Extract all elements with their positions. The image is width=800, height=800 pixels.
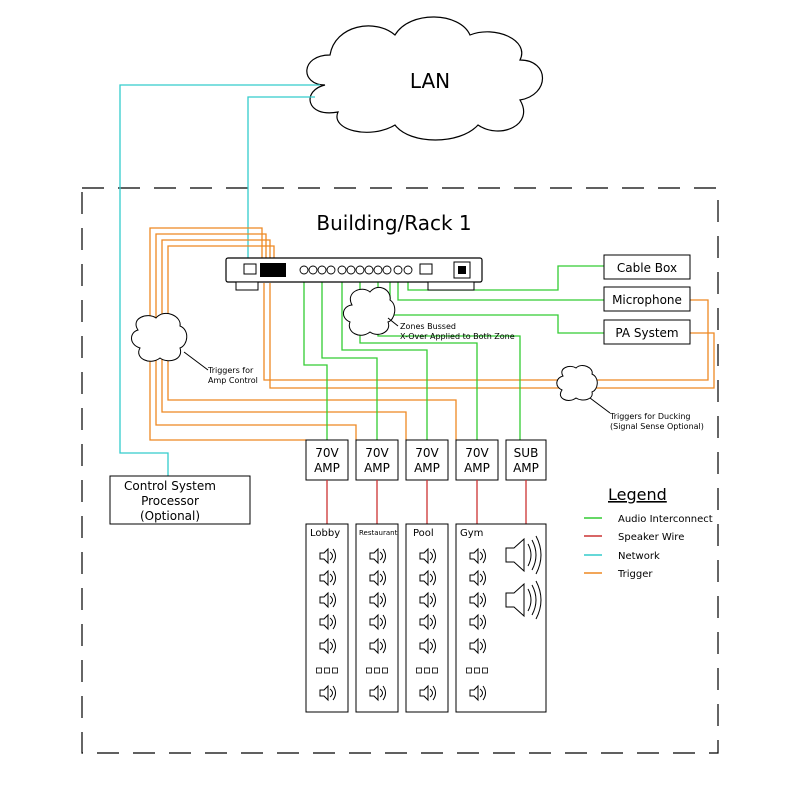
zone-lobby: Lobby	[305, 523, 349, 713]
amp-label-top: 70V	[465, 446, 489, 460]
amp-label-top: SUB	[514, 446, 539, 460]
amplifier: 70V AMP	[405, 439, 449, 481]
subwoofer-icon	[505, 580, 542, 620]
speaker-icon	[419, 637, 436, 655]
speaker-icon	[419, 547, 436, 565]
zone-pool: Pool	[405, 523, 449, 713]
legend: Legend Audio Interconnect Speaker Wire N…	[584, 485, 713, 580]
speaker-icon	[469, 569, 486, 587]
zone-label: Lobby	[310, 528, 340, 539]
amp-label-bottom: AMP	[464, 461, 490, 475]
speaker-icon	[369, 569, 386, 587]
speaker-icon	[469, 591, 486, 609]
audio-processor-rack-unit	[225, 257, 483, 291]
amplifier: 70V AMP	[355, 439, 399, 481]
speaker-icon	[469, 684, 486, 702]
pa-system-box: PA System	[603, 319, 691, 345]
legend-item-speaker: Speaker Wire	[618, 532, 684, 543]
legend-title: Legend	[608, 485, 667, 504]
speaker-icon	[469, 613, 486, 631]
speaker-icon	[469, 637, 486, 655]
speaker-icon	[419, 684, 436, 702]
more-speakers-indicator	[316, 667, 322, 674]
audio-wires	[303, 265, 604, 440]
more-speakers-indicator	[466, 667, 472, 674]
pa-system-label: PA System	[615, 326, 678, 340]
amp-label-top: 70V	[365, 446, 389, 460]
legend-item-network: Network	[618, 551, 660, 562]
speaker-icon	[369, 684, 386, 702]
triggers-ducking-line1: Triggers for Ducking	[609, 412, 690, 421]
control-processor-line1: Control System	[124, 479, 216, 493]
speaker-icon	[419, 613, 436, 631]
control-processor-line3: (Optional)	[140, 509, 200, 523]
more-speakers-indicator	[416, 667, 422, 674]
more-speakers-indicator	[424, 667, 430, 674]
zone-label: Pool	[413, 528, 434, 539]
more-speakers-indicator	[324, 667, 330, 674]
speaker-icon	[319, 637, 336, 655]
zone-gym: Gym	[455, 523, 547, 713]
speaker-icon	[419, 569, 436, 587]
amp-label-top: 70V	[315, 446, 339, 460]
amplifier: 70V AMP	[455, 439, 499, 481]
more-speakers-indicator	[474, 667, 480, 674]
lan-cloud: LAN	[306, 16, 544, 141]
more-speakers-indicator	[374, 667, 380, 674]
legend-item-trigger: Trigger	[617, 569, 653, 580]
amplifier: 70V AMP	[305, 439, 349, 481]
zones-bussed-line2: X-Over Applied to Both Zone	[400, 332, 515, 341]
triggers-amp-line1: Triggers for	[207, 366, 254, 375]
more-speakers-indicator	[482, 667, 488, 674]
speaker-icon	[319, 613, 336, 631]
speaker-icon	[369, 547, 386, 565]
network-wires	[119, 84, 320, 476]
subwoofer-icon	[505, 535, 542, 575]
legend-item-audio: Audio Interconnect	[618, 514, 713, 525]
more-speakers-indicator	[432, 667, 438, 674]
building-boundary	[81, 187, 719, 754]
zone-label: Gym	[460, 528, 483, 539]
more-speakers-indicator	[332, 667, 338, 674]
speaker-icon	[419, 591, 436, 609]
speaker-icon	[319, 684, 336, 702]
speaker-icon	[369, 613, 386, 631]
amp-label-bottom: AMP	[513, 461, 539, 475]
control-system-processor: Control System Processor (Optional)	[109, 475, 251, 525]
speaker-icon	[319, 569, 336, 587]
microphone-box: Microphone	[603, 286, 691, 312]
speaker-icon	[319, 547, 336, 565]
microphone-label: Microphone	[612, 293, 682, 307]
speaker-icon	[319, 591, 336, 609]
zone-label: Restaurant	[359, 529, 398, 537]
amp-label-top: 70V	[415, 446, 439, 460]
amp-label-bottom: AMP	[414, 461, 440, 475]
speaker-icon	[369, 591, 386, 609]
triggers-amp-line2: Amp Control	[208, 376, 258, 385]
speaker-icon	[469, 547, 486, 565]
building-title: Building/Rack 1	[316, 211, 471, 235]
zones-bussed-cloud: Zones Bussed X-Over Applied to Both Zone	[343, 287, 515, 341]
cable-box: Cable Box	[603, 254, 691, 280]
speaker-icons	[316, 547, 488, 702]
triggers-ducking-line2: (Signal Sense Optional)	[610, 422, 704, 431]
triggers-amp-cloud: Triggers for Amp Control	[131, 313, 258, 385]
cable-box-label: Cable Box	[617, 261, 677, 275]
zone-restaurant: Restaurant	[355, 523, 399, 713]
amp-label-bottom: AMP	[364, 461, 390, 475]
amp-label-bottom: AMP	[314, 461, 340, 475]
speaker-icon	[369, 637, 386, 655]
zones-bussed-line1: Zones Bussed	[400, 322, 456, 331]
lan-label: LAN	[410, 69, 450, 93]
control-processor-line2: Processor	[141, 494, 199, 508]
more-speakers-indicator	[366, 667, 372, 674]
sub-amplifier: SUB AMP	[505, 439, 547, 481]
triggers-ducking-cloud: Triggers for Ducking (Signal Sense Optio…	[556, 365, 704, 431]
more-speakers-indicator	[382, 667, 388, 674]
